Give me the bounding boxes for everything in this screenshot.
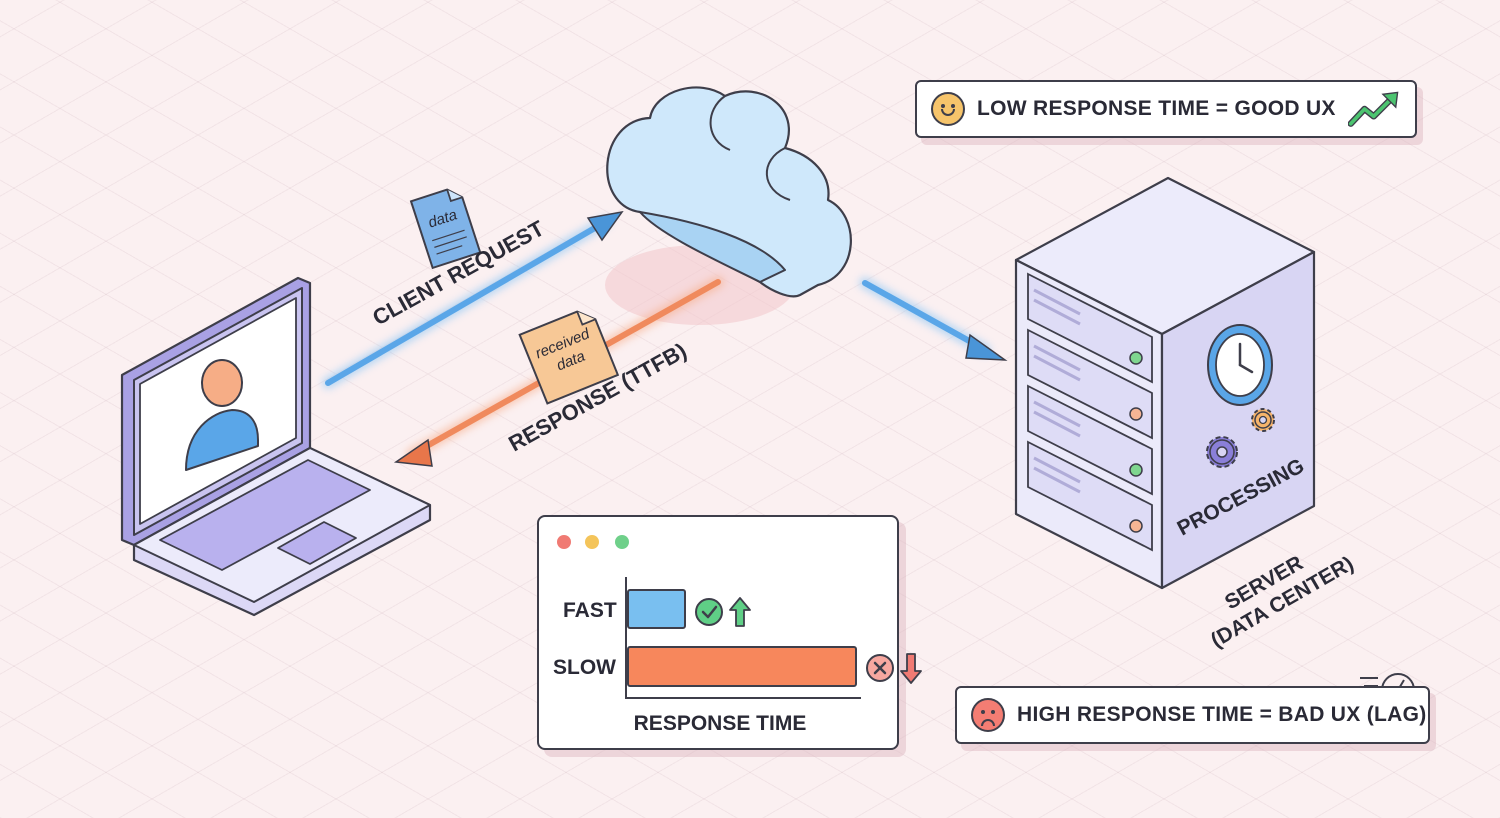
x-circle-icon <box>866 654 894 682</box>
server-icon: PROCESSING <box>1014 176 1316 590</box>
slow-bar-label: SLOW <box>553 656 616 679</box>
window-maximize-dot <box>615 535 629 549</box>
user-avatar-icon <box>185 359 259 471</box>
check-circle-icon <box>695 598 723 626</box>
window-close-dot <box>557 535 571 549</box>
chart-x-axis <box>625 697 861 699</box>
good-ux-callout: LOW RESPONSE TIME = GOOD UX <box>915 80 1417 138</box>
chart-axis-title: RESPONSE TIME <box>633 712 807 735</box>
slow-bar <box>627 646 857 687</box>
arrow-down-icon <box>900 653 922 684</box>
response-time-chart-window: FAST SLOW RESPONSE TIME <box>537 515 922 750</box>
server-drawer <box>1027 384 1153 496</box>
slow-indicators <box>865 650 925 691</box>
arrow-up-icon <box>729 597 751 627</box>
chart-y-axis <box>625 577 627 699</box>
server-drawer <box>1027 272 1153 384</box>
cloud-icon <box>606 86 852 298</box>
good-ux-text: LOW RESPONSE TIME = GOOD UX <box>977 97 1336 120</box>
laptop-icon <box>120 276 432 617</box>
fast-bar <box>627 589 686 629</box>
bad-ux-text: HIGH RESPONSE TIME = BAD UX (LAG) <box>1017 703 1427 726</box>
fast-bar-label: FAST <box>563 599 617 622</box>
client-request-arrow <box>322 210 624 389</box>
received-data-document-icon: received data <box>518 310 620 405</box>
smiley-face-icon <box>931 92 965 126</box>
sad-face-icon <box>971 698 1005 732</box>
gear-icon <box>1206 436 1238 468</box>
fast-indicators <box>694 595 754 634</box>
server-drawer <box>1027 440 1153 552</box>
bad-ux-callout: HIGH RESPONSE TIME = BAD UX (LAG) <box>955 686 1430 744</box>
trend-up-icon <box>1347 91 1399 127</box>
data-document-icon: data <box>409 188 482 270</box>
clock-icon <box>1207 324 1273 406</box>
gear-icon <box>1251 408 1275 432</box>
window-minimize-dot <box>585 535 599 549</box>
cloud-to-server-arrow <box>859 277 1008 361</box>
server-drawer <box>1027 328 1153 440</box>
